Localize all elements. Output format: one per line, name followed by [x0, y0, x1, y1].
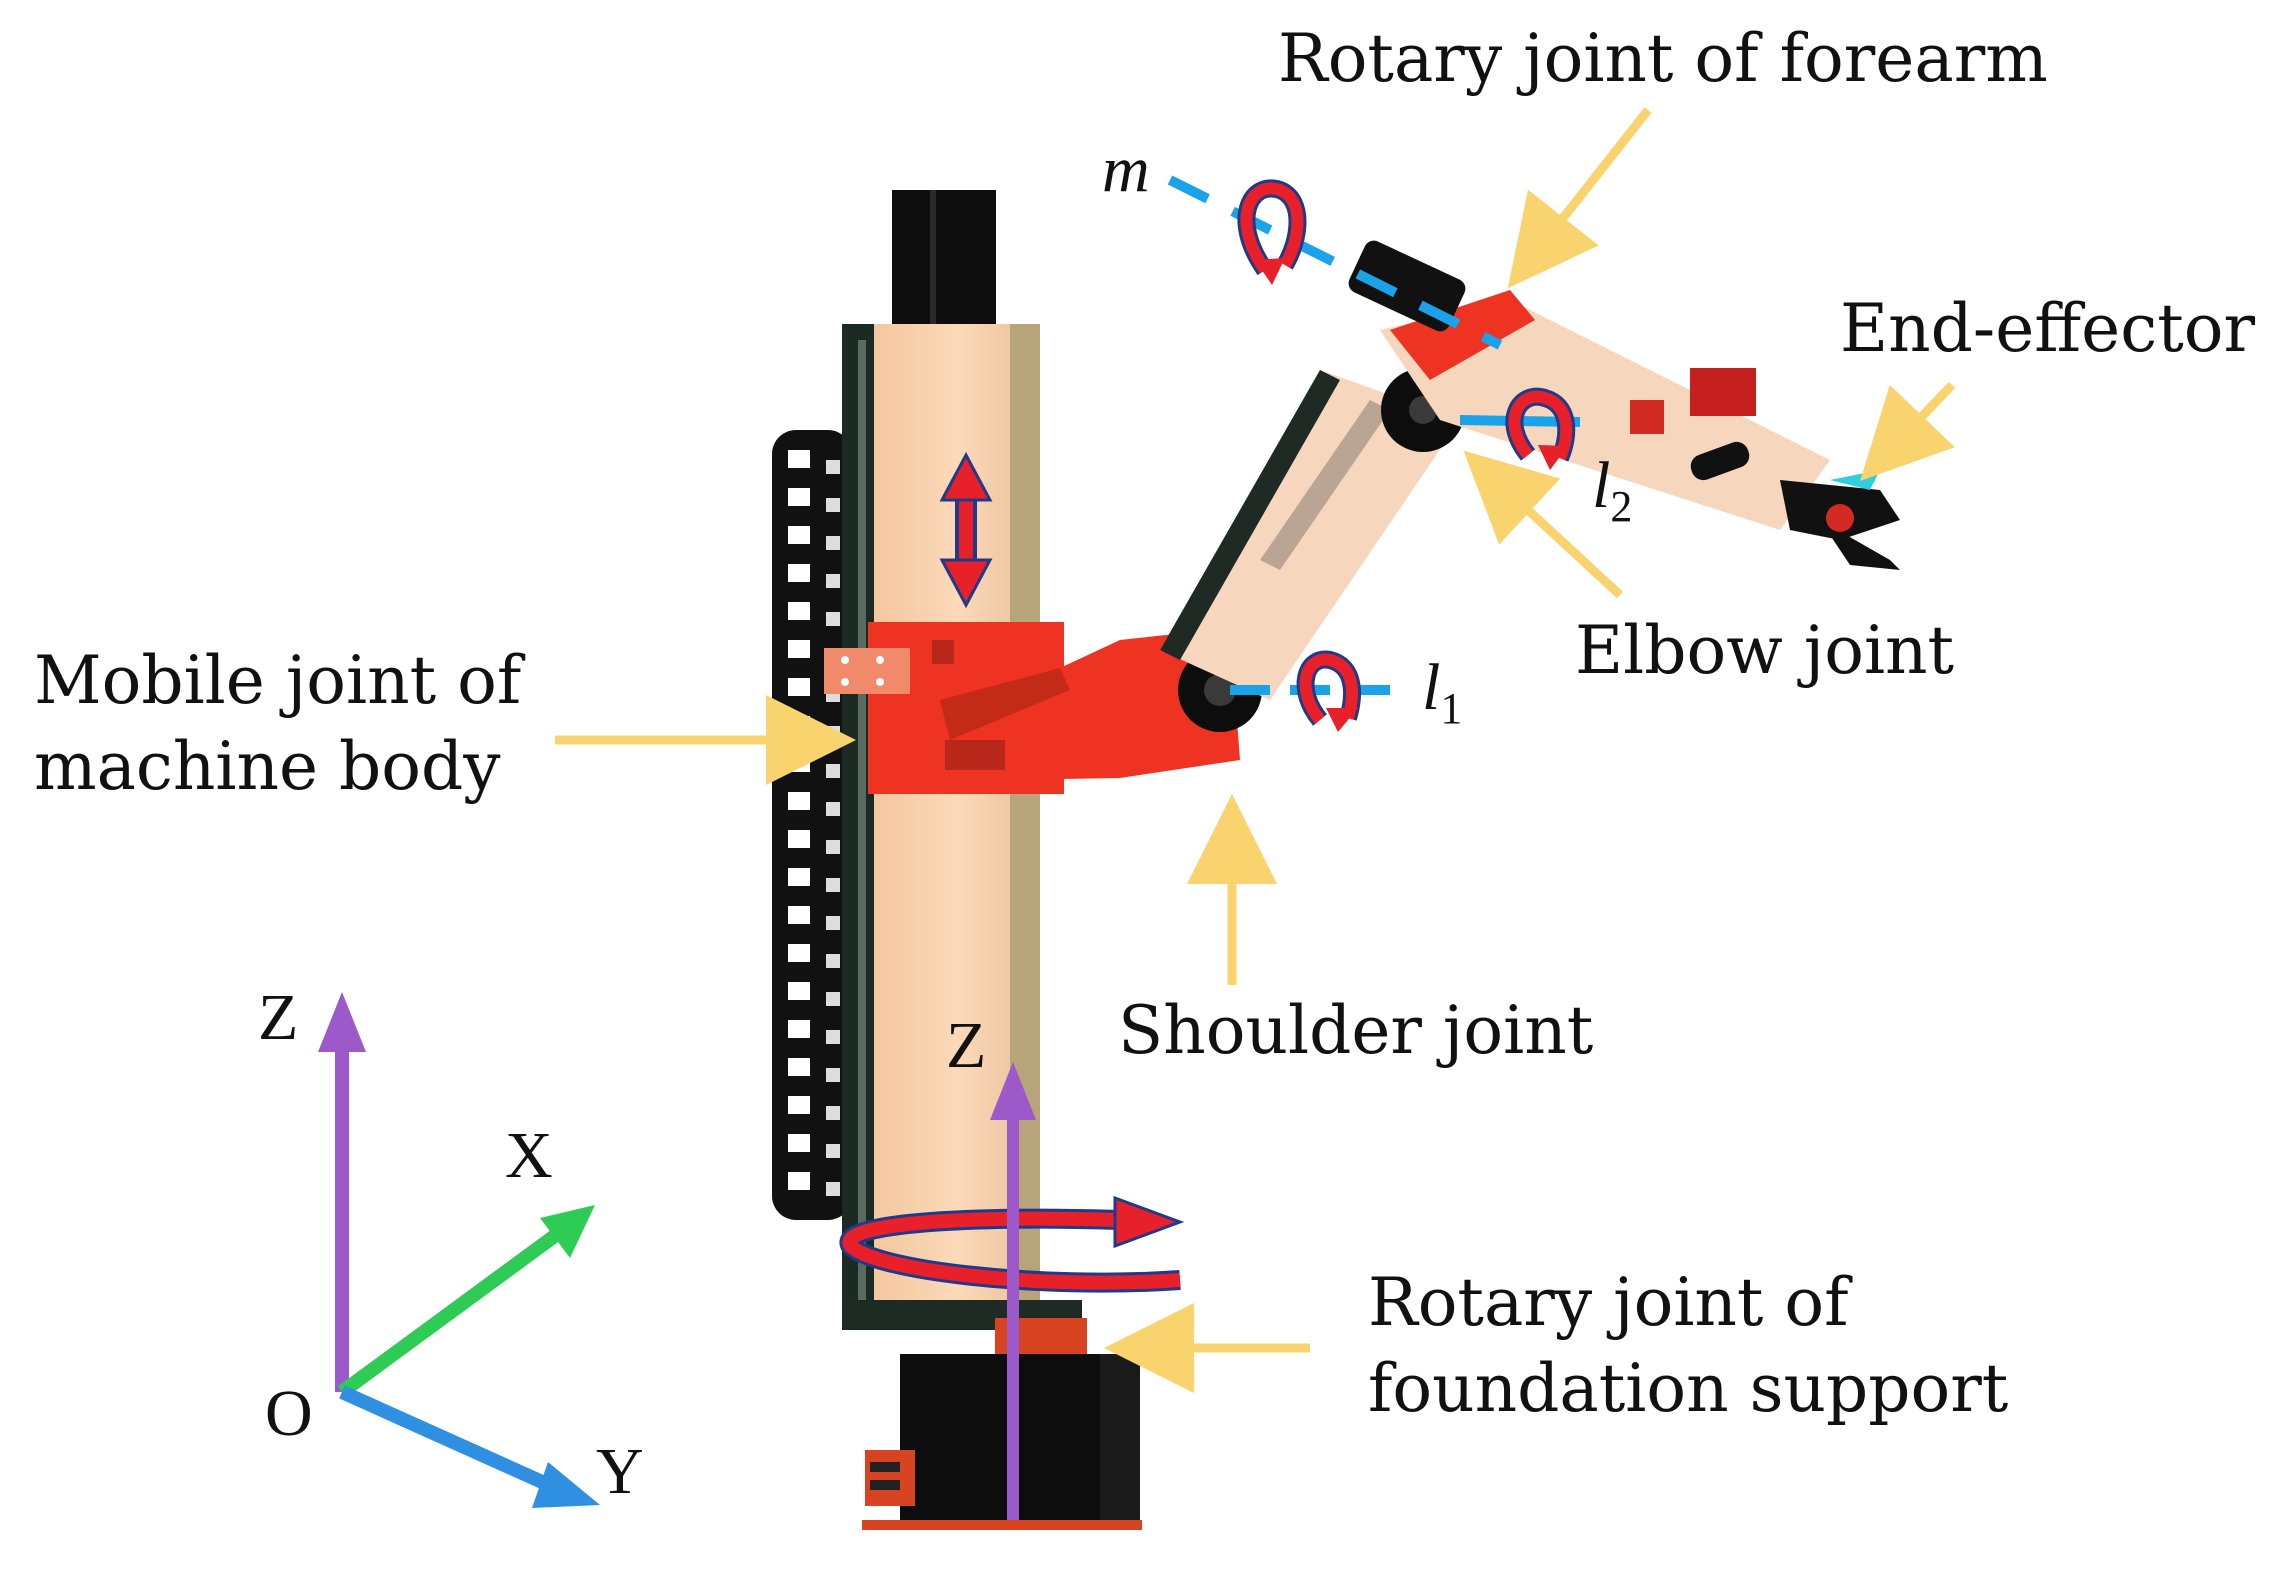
chain-link [788, 526, 810, 544]
chain-link [826, 460, 840, 474]
axis-label-l2: l2 [1592, 449, 1633, 532]
chain-link [788, 1096, 810, 1114]
label-mobile-joint-line2: machine body [34, 728, 501, 805]
chain-link [788, 906, 810, 924]
base-rotation-arrow [839, 1195, 1185, 1293]
axis-m-line [1167, 175, 1503, 350]
chain-link [788, 488, 810, 506]
chain-link [788, 1172, 810, 1190]
chain-link [788, 1058, 810, 1076]
chain-link [788, 982, 810, 1000]
chain-link [788, 1134, 810, 1152]
frame-label-origin: O [265, 1377, 313, 1450]
base-motor [862, 1318, 1142, 1530]
chain-link [788, 830, 810, 848]
callout-arrow-elbow [1463, 450, 1624, 599]
chain-link [788, 678, 810, 696]
chain-link [788, 1020, 810, 1038]
chain-link [826, 1068, 840, 1082]
chain-link [788, 640, 810, 658]
frame-label-y: Y [596, 1435, 644, 1508]
chain-link [826, 1144, 840, 1158]
frame-z-arrow [318, 992, 366, 1392]
chain-link [826, 992, 840, 1006]
chain-link [826, 1030, 840, 1044]
callout-arrow-end-effector [1860, 381, 1956, 482]
chain-link [788, 868, 810, 886]
chain-link [826, 802, 840, 816]
vertical-column [842, 324, 1082, 1330]
shoulder-link [940, 628, 1262, 780]
chain-link [826, 498, 840, 512]
label-rotary-foundation-line1: Rotary joint of [1368, 1264, 1849, 1341]
chain-link [788, 450, 810, 468]
label-rotary-joint-forearm: Rotary joint of forearm [1278, 20, 2048, 97]
frame-label-x: X [505, 1119, 553, 1192]
cable-chain [772, 430, 852, 1220]
column-top-motor [892, 190, 996, 324]
chain-link [826, 574, 840, 588]
label-rotary-foundation-line2: foundation support [1368, 1350, 2009, 1427]
label-mobile-joint-line1: Mobile joint of [34, 642, 522, 719]
chain-link [788, 792, 810, 810]
frame-x-arrow [337, 1205, 595, 1398]
rotation-arrow-l1 [1296, 650, 1361, 732]
chain-link [826, 536, 840, 550]
frame-y-arrow [339, 1385, 600, 1508]
vertical-motion-arrow [939, 451, 993, 609]
chain-link [788, 944, 810, 962]
chain-link [826, 1106, 840, 1120]
chain-link [826, 916, 840, 930]
label-end-effector: End-effector [1840, 290, 2256, 367]
chain-link [788, 754, 810, 772]
callout-arrow-rotary-forearm [1507, 107, 1652, 289]
chain-link [788, 602, 810, 620]
chain-link [826, 764, 840, 778]
frame-label-z: Z [258, 981, 299, 1054]
chain-link [826, 878, 840, 892]
end-effector-gripper [1780, 470, 1900, 570]
chain-link [826, 840, 840, 854]
chain-link [826, 954, 840, 968]
column-label-z: Z [946, 1009, 987, 1082]
rotation-arrow-m [1237, 179, 1307, 285]
chain-link [826, 1182, 840, 1196]
label-shoulder-joint: Shoulder joint [1118, 992, 1594, 1069]
chain-link [788, 716, 810, 734]
axis-label-m: m [1102, 133, 1150, 206]
chain-link [826, 612, 840, 626]
axis-label-l1: l1 [1422, 651, 1463, 734]
chain-link [788, 564, 810, 582]
upper-arm-link [1160, 368, 1465, 700]
label-elbow-joint: Elbow joint [1575, 612, 1955, 689]
chain-link [826, 726, 840, 740]
column-z-axis [990, 1062, 1036, 1520]
forearm-link [1348, 240, 1830, 530]
